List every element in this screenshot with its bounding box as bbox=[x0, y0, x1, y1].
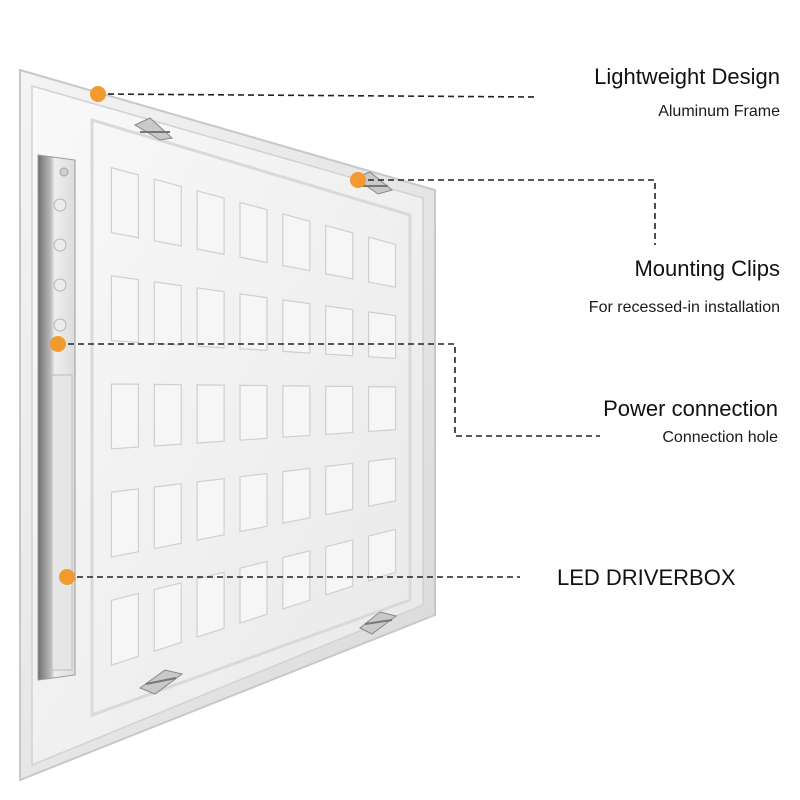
emboss-cell bbox=[239, 293, 268, 352]
callout-subtitle-power: Connection hole bbox=[662, 429, 778, 446]
panel-emboss-rim bbox=[90, 117, 412, 718]
marker-lightweight bbox=[90, 86, 106, 102]
callout-subtitle-mounting: For recessed-in installation bbox=[588, 299, 780, 316]
emboss-cell bbox=[367, 386, 397, 433]
emboss-cell bbox=[153, 281, 182, 346]
emboss-cell bbox=[196, 384, 225, 444]
callout-title-lightweight: Lightweight Design bbox=[594, 64, 780, 89]
emboss-cell bbox=[239, 472, 268, 533]
emboss-cell bbox=[325, 305, 354, 357]
emboss-cell bbox=[325, 539, 354, 596]
emboss-cell bbox=[239, 560, 268, 624]
emboss-cell bbox=[110, 488, 140, 558]
emboss-cell bbox=[367, 311, 397, 360]
emboss-cell bbox=[282, 467, 311, 524]
emboss-cell bbox=[153, 582, 182, 652]
mounting-clip-top-left bbox=[133, 117, 174, 141]
emboss-cell bbox=[325, 385, 354, 436]
emboss-cell bbox=[110, 275, 140, 344]
emboss-cell bbox=[367, 236, 397, 288]
callout-title-driver: LED DRIVERBOX bbox=[557, 565, 736, 590]
callout-title-mounting: Mounting Clips bbox=[634, 256, 780, 281]
driver-box-slot bbox=[51, 374, 73, 671]
emboss-cell bbox=[110, 383, 140, 450]
leader-line-mounting bbox=[358, 179, 656, 245]
marker-driver bbox=[59, 569, 75, 585]
emboss-cell bbox=[196, 477, 225, 541]
emboss-cell bbox=[239, 384, 268, 441]
emboss-cell bbox=[110, 592, 140, 667]
emboss-cell bbox=[325, 462, 354, 516]
marker-power bbox=[50, 336, 66, 352]
emboss-cell bbox=[153, 483, 182, 550]
callout-title-power: Power connection bbox=[603, 396, 778, 421]
mounting-clip-bottom-right bbox=[359, 611, 398, 635]
emboss-cell bbox=[282, 549, 311, 610]
emboss-cell bbox=[196, 287, 225, 349]
emboss-cell bbox=[282, 385, 311, 438]
emboss-cell bbox=[282, 299, 311, 354]
emboss-cell bbox=[110, 166, 140, 239]
connection-holes bbox=[53, 167, 69, 332]
emboss-cell bbox=[367, 457, 397, 507]
marker-mounting bbox=[350, 172, 366, 188]
leader-line-power bbox=[58, 343, 600, 437]
leader-line-lightweight bbox=[97, 93, 539, 98]
emboss-cell bbox=[196, 571, 225, 638]
emboss-cell bbox=[153, 383, 182, 447]
emboss-cell bbox=[325, 224, 354, 280]
emboss-cell bbox=[367, 528, 397, 582]
emboss-cell bbox=[282, 213, 311, 272]
emboss-cell bbox=[196, 190, 225, 255]
callout-subtitle-lightweight: Aluminum Frame bbox=[658, 103, 780, 120]
mounting-clip-bottom-left bbox=[138, 669, 184, 695]
emboss-cell bbox=[239, 201, 268, 264]
emboss-grid bbox=[110, 166, 397, 667]
emboss-cell bbox=[153, 178, 182, 247]
